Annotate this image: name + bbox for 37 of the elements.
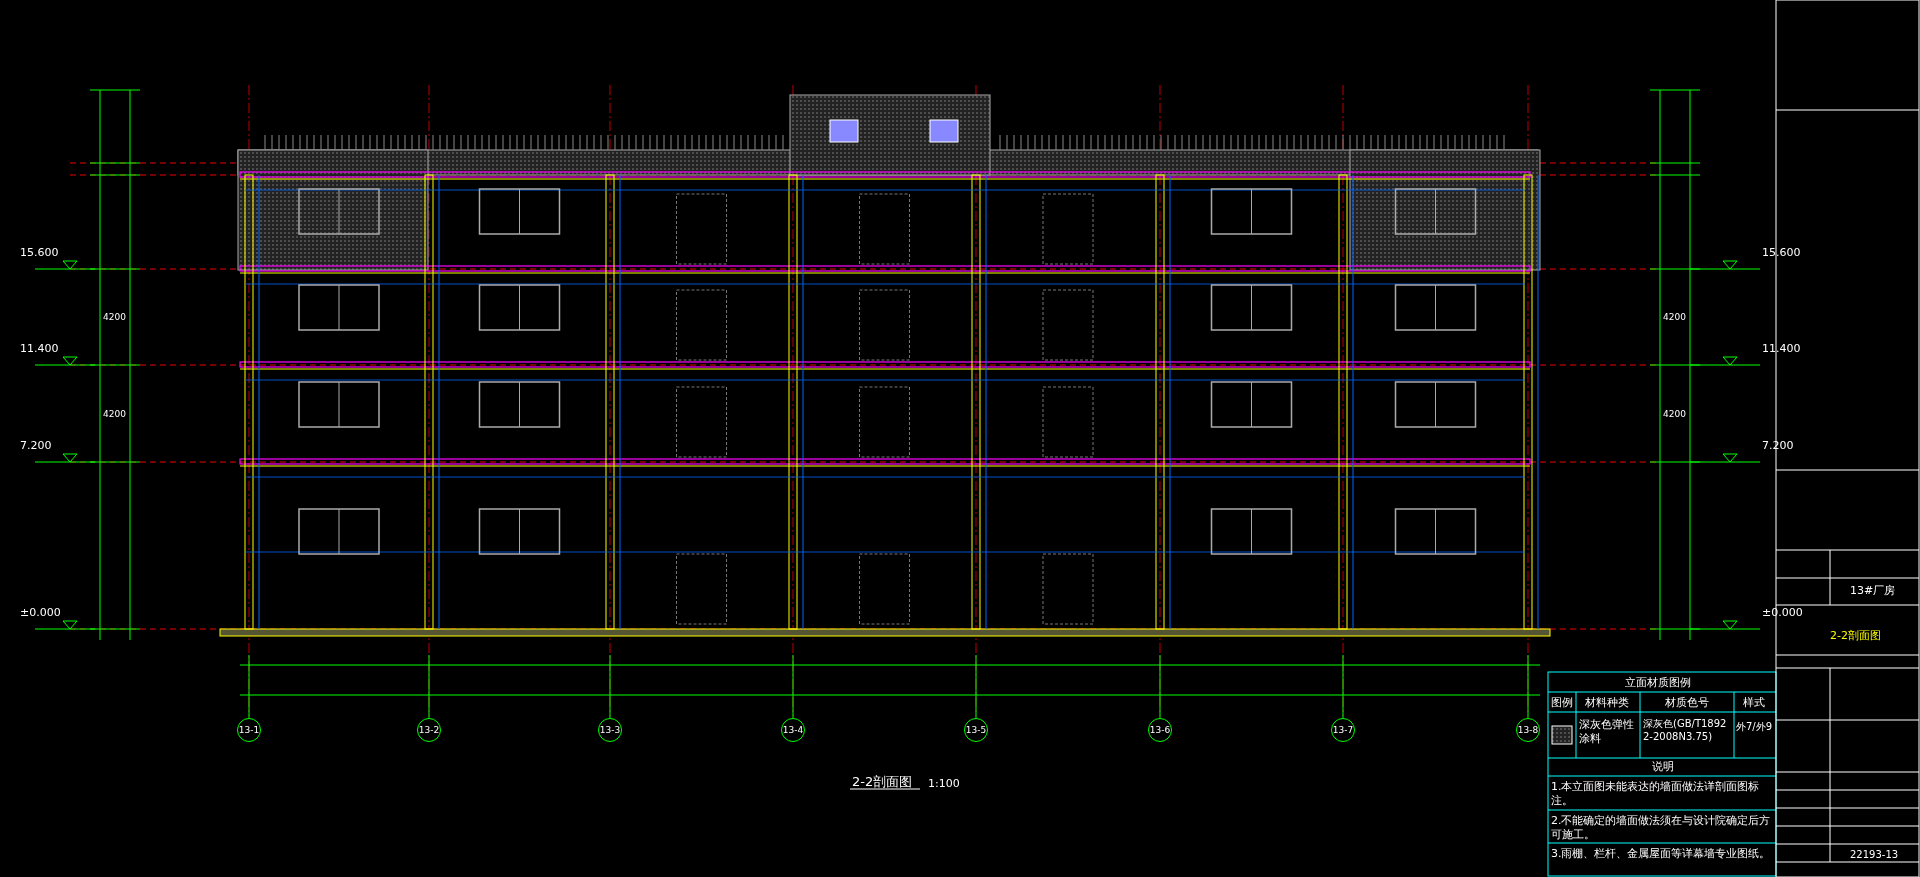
axis-bubble: 13-6 [1148, 718, 1172, 742]
axis-bubble: 13-3 [598, 718, 622, 742]
table-heading: 说明 [1652, 761, 1674, 772]
dimension-text: 4200 [1663, 409, 1686, 419]
table-cell-text: 深灰色(GB/T18922-2008N3.75) [1643, 718, 1728, 743]
table-cell: 外7/外9 [1736, 722, 1773, 732]
dimension-text: 4200 [103, 409, 126, 419]
level-value: 7.200 [20, 440, 52, 451]
dimension-text: 4200 [103, 313, 126, 322]
level-value: 11.400 [20, 343, 59, 354]
note-text: 1.本立面图未能表达的墙面做法详剖面图标注。 [1551, 780, 1761, 809]
column-header: 样式 [1743, 697, 1765, 708]
level-value: 15.600 [1762, 247, 1801, 258]
column-header: 图例 [1551, 697, 1573, 708]
level-value: 7.200 [1762, 440, 1794, 451]
axis-bubble: 13-4 [781, 718, 805, 742]
level-value: ±0.000 [20, 607, 61, 618]
axis-bubble: 13-8 [1516, 718, 1540, 742]
axis-bubble: 13-7 [1331, 718, 1355, 742]
column-header: 材料种类 [1585, 697, 1629, 708]
note-text: 2.不能确定的墙面做法须在与设计院确定后方可施工。 [1551, 814, 1772, 843]
scale-text: 1:100 [928, 778, 960, 789]
dimension-text: 4200 [1663, 313, 1686, 322]
drawing-title: 2-2剖面图 [852, 775, 913, 788]
column-header: 材质色号 [1665, 697, 1709, 708]
title-block-text: 13#厂房 [1850, 585, 1896, 596]
level-value: ±0.000 [1762, 607, 1803, 618]
table-cell-text: 深灰色弹性涂料 [1579, 718, 1635, 747]
axis-bubble: 13-2 [417, 718, 441, 742]
title-block-text: 2-2剖面图 [1830, 630, 1881, 641]
axis-bubble: 13-5 [964, 718, 988, 742]
title-block-text: 22193-13 [1850, 850, 1899, 860]
table-heading: 立面材质图例 [1625, 677, 1691, 688]
level-value: 11.400 [1762, 343, 1801, 354]
note-text: 3.雨棚、栏杆、金属屋面等详幕墙专业图纸。 [1551, 847, 1772, 862]
axis-bubble: 13-1 [237, 718, 261, 742]
level-value: 15.600 [20, 247, 59, 258]
